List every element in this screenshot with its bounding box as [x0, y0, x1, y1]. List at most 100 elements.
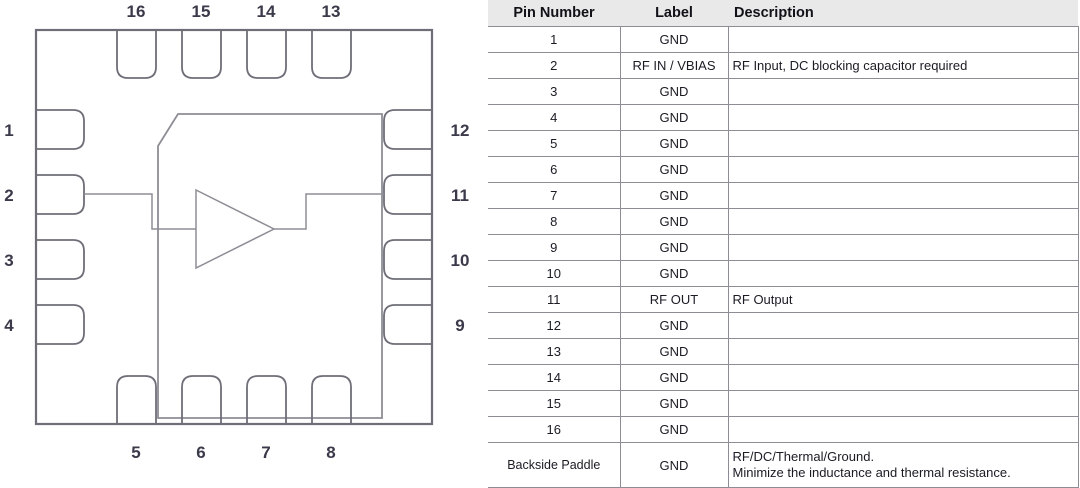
description-line-2: Minimize the inductance and thermal resi… [732, 465, 1011, 480]
pad-14 [246, 30, 287, 79]
pad-15 [181, 30, 222, 79]
cell-label: GND [620, 312, 729, 339]
cell-label: RF OUT [620, 286, 729, 313]
cell-description [728, 156, 1079, 183]
pin-label-top-2: 14 [257, 2, 276, 21]
cell-label: GND [620, 260, 729, 287]
cell-label: GND [620, 208, 729, 235]
cell-label: GND [620, 390, 729, 417]
cell-label: GND [620, 416, 729, 443]
cell-description: RF/DC/Thermal/Ground.Minimize the induct… [728, 442, 1079, 488]
amplifier-triangle-icon [195, 188, 276, 270]
cell-pin-number: Backside Paddle [488, 442, 621, 488]
cell-label: GND [620, 130, 729, 157]
cell-pin-number: 8 [488, 208, 621, 235]
pin-diagram: 16 15 14 13 1 2 3 4 5 6 7 8 12 11 10 9 [0, 0, 480, 461]
cell-pin-number: 15 [488, 390, 621, 417]
cell-pin-number: 14 [488, 364, 621, 391]
cell-label: RF IN / VBIAS [620, 52, 729, 79]
pin-label-top-0: 16 [127, 2, 146, 21]
pin-label-bottom-0: 5 [131, 443, 140, 461]
pin-label-top-1: 15 [192, 2, 211, 21]
cell-pin-number: 5 [488, 130, 621, 157]
cell-pin-number: 13 [488, 338, 621, 365]
column-header-description: Description [728, 0, 1078, 27]
cell-description: RF Output [728, 286, 1079, 313]
pin-label-right-1: 11 [451, 186, 469, 205]
pin-label-bottom-1: 6 [196, 443, 205, 461]
cell-pin-number: 3 [488, 78, 621, 105]
cell-description [728, 130, 1079, 157]
pad-8 [311, 375, 352, 424]
cell-description [728, 390, 1079, 417]
package-outline-drawing: 16 15 14 13 1 2 3 4 5 6 7 8 12 11 10 9 [4, 2, 470, 461]
cell-description [728, 260, 1079, 287]
pad-12 [383, 109, 432, 150]
pad-7 [246, 375, 287, 424]
pin-label-top-3: 13 [322, 2, 341, 21]
cell-description [728, 312, 1079, 339]
cell-pin-number: 10 [488, 260, 621, 287]
backside-paddle-outline [157, 113, 383, 419]
column-header-label: Label [620, 0, 728, 27]
cell-pin-number: 6 [488, 156, 621, 183]
pad-5 [116, 375, 157, 424]
cell-description [728, 208, 1079, 235]
cell-pin-number: 1 [488, 26, 621, 53]
pin-label-right-2: 10 [451, 251, 470, 270]
cell-pin-number: 16 [488, 416, 621, 443]
pin-label-right-0: 12 [451, 121, 470, 140]
rf-input-trace [84, 193, 196, 230]
header-row: Pin Number Label Description [488, 0, 1078, 27]
cell-pin-number: 11 [488, 286, 621, 313]
pad-1 [36, 109, 85, 150]
cell-label: GND [620, 156, 729, 183]
cell-description [728, 182, 1079, 209]
cell-pin-number: 7 [488, 182, 621, 209]
pad-10 [383, 239, 432, 280]
cell-pin-number: 4 [488, 104, 621, 131]
cell-description [728, 104, 1079, 131]
pad-6 [181, 375, 222, 424]
pin-label-bottom-2: 7 [261, 443, 270, 461]
cell-label: GND [620, 234, 729, 261]
cell-description [728, 338, 1079, 365]
table-header: Pin Number Label Description [488, 0, 1078, 27]
cell-label: GND [620, 182, 729, 209]
cell-label: GND [620, 364, 729, 391]
cell-label: GND [620, 104, 729, 131]
cell-pin-number: 12 [488, 312, 621, 339]
pin-label-left-3: 4 [4, 316, 14, 335]
pin-label-left-0: 1 [4, 121, 13, 140]
cell-description [728, 78, 1079, 105]
pad-4 [36, 304, 85, 345]
cell-description [728, 364, 1079, 391]
pin-label-bottom-3: 8 [326, 443, 335, 461]
cell-description [728, 416, 1079, 443]
pad-2 [36, 174, 85, 215]
cell-label: GND [620, 26, 729, 53]
pad-13 [311, 30, 352, 79]
pad-9 [383, 304, 432, 345]
description-line-1: RF/DC/Thermal/Ground. [732, 448, 875, 464]
pad-11 [383, 174, 432, 215]
pin-label-left-2: 3 [4, 251, 13, 270]
cell-pin-number: 2 [488, 52, 621, 79]
